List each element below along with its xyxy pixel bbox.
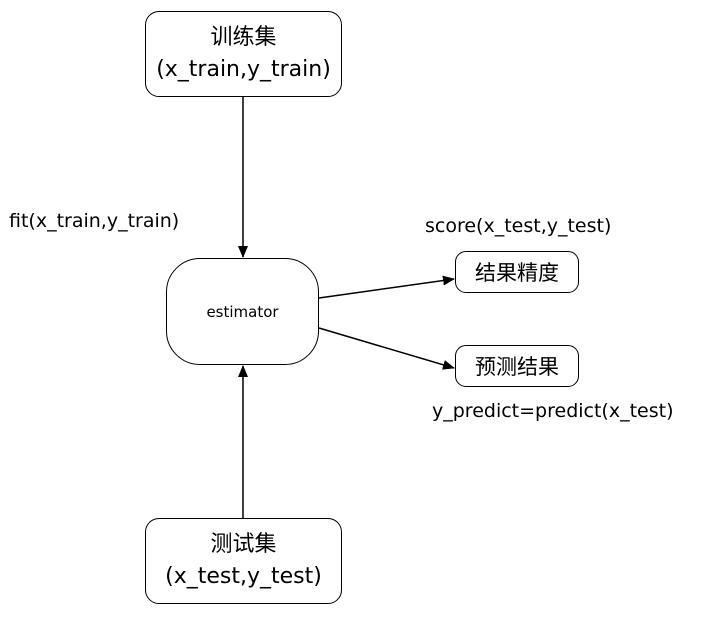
test-set-params: (x_test,y_test) <box>165 564 322 589</box>
prediction-result-label: 预测结果 <box>475 355 559 379</box>
train-set-node: 训练集 (x_train,y_train) <box>145 11 342 97</box>
estimator-label: estimator <box>206 302 279 321</box>
score-edge-label: score(x_test,y_test) <box>425 215 612 237</box>
estimator-node: estimator <box>166 258 319 365</box>
arrow-estimator-to-prediction <box>318 327 455 370</box>
fit-edge-label: fit(x_train,y_train) <box>9 210 180 232</box>
test-set-title: 测试集 <box>210 532 277 557</box>
train-set-title: 训练集 <box>210 25 277 50</box>
predict-edge-label: y_predict=predict(x_test) <box>432 400 674 422</box>
train-set-params: (x_train,y_train) <box>156 57 331 82</box>
accuracy-result-node: 结果精度 <box>455 251 579 293</box>
test-set-node: 测试集 (x_test,y_test) <box>145 518 342 604</box>
arrow-estimator-to-accuracy <box>318 275 455 299</box>
prediction-result-node: 预测结果 <box>455 345 579 387</box>
accuracy-result-label: 结果精度 <box>475 261 559 285</box>
